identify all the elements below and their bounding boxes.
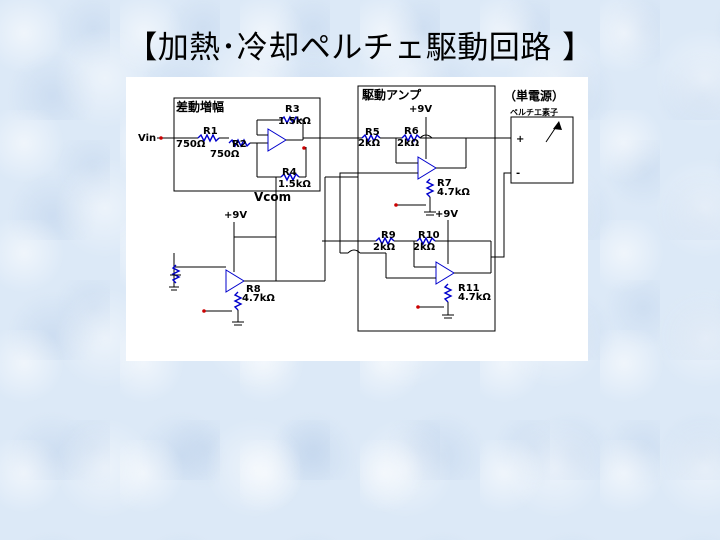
slide-title: 【加熱･冷却ペルチェ駆動回路 】 bbox=[126, 30, 594, 66]
schematic-panel: 差動増幅 駆動アンプ （単電源） ペルチエ素子 + - Vin R1 750Ω … bbox=[126, 77, 588, 361]
r1-name: R1 bbox=[203, 126, 218, 137]
r2-name: R2 bbox=[232, 139, 247, 150]
vin-terminal bbox=[159, 136, 163, 140]
resistor-r7 bbox=[425, 178, 435, 198]
vcom-label: Vcom bbox=[254, 190, 291, 204]
resistor-r4 bbox=[280, 172, 300, 182]
r3-name: R3 bbox=[285, 104, 300, 115]
opamp-vcom bbox=[225, 269, 245, 293]
resistor-r10 bbox=[416, 236, 436, 246]
r8-value: 4.7kΩ bbox=[242, 293, 275, 304]
resistor-r6 bbox=[401, 133, 421, 143]
supply-label-3: +9V bbox=[224, 210, 247, 221]
r1-value: 750Ω bbox=[176, 139, 206, 150]
circuit-diagram: 差動増幅 駆動アンプ （単電源） ペルチエ素子 + - Vin R1 750Ω … bbox=[138, 85, 574, 332]
diff-amp-label: 差動増幅 bbox=[175, 99, 224, 114]
resistor-r5 bbox=[361, 133, 381, 143]
supply-label-2: +9V bbox=[435, 209, 458, 220]
r4-value: 1.5kΩ bbox=[278, 179, 311, 190]
resistor-r11 bbox=[443, 283, 453, 303]
resistor-r8 bbox=[233, 291, 243, 311]
r7-value: 4.7kΩ bbox=[437, 187, 470, 198]
r5-name: R5 bbox=[365, 127, 380, 138]
r5-value: 2kΩ bbox=[358, 138, 381, 149]
opamp-diff bbox=[267, 128, 287, 152]
peltier-element bbox=[510, 116, 574, 184]
opamp-drive-2 bbox=[435, 261, 455, 285]
r6-value: 2kΩ bbox=[397, 138, 420, 149]
r11-name: R11 bbox=[458, 283, 480, 294]
resistor-r1 bbox=[197, 133, 220, 143]
diff-amp-block bbox=[173, 97, 321, 192]
peltier-plus: + bbox=[516, 134, 524, 145]
r10-name: R10 bbox=[418, 230, 440, 241]
vin-label: Vin bbox=[138, 133, 156, 144]
r3-value: 1.5kΩ bbox=[278, 116, 311, 127]
r9-name: R9 bbox=[381, 230, 396, 241]
drive-amp-label: 駆動アンプ bbox=[362, 87, 422, 102]
r11-value: 4.7kΩ bbox=[458, 292, 491, 303]
r6-name: R6 bbox=[404, 126, 419, 137]
r10-value: 2kΩ bbox=[413, 242, 436, 253]
peltier-arrowhead bbox=[553, 121, 562, 130]
r9-value: 2kΩ bbox=[373, 242, 396, 253]
power-supply-label: （単電源） bbox=[504, 88, 564, 103]
opamp-drive-1 bbox=[417, 156, 437, 180]
r4-name: R4 bbox=[282, 167, 297, 178]
resistor-r9 bbox=[375, 236, 395, 246]
r7-name: R7 bbox=[437, 178, 452, 189]
resistor-r3 bbox=[280, 115, 300, 125]
supply-label-1: +9V bbox=[409, 104, 432, 115]
resistor-r2 bbox=[228, 138, 251, 148]
peltier-label: ペルチエ素子 bbox=[510, 107, 558, 117]
r2-value: 750Ω bbox=[210, 149, 240, 160]
potentiometer-vcom bbox=[171, 264, 181, 284]
drive-amp-block bbox=[357, 85, 496, 332]
peltier-minus: - bbox=[516, 168, 520, 179]
r8-name: R8 bbox=[246, 284, 261, 295]
